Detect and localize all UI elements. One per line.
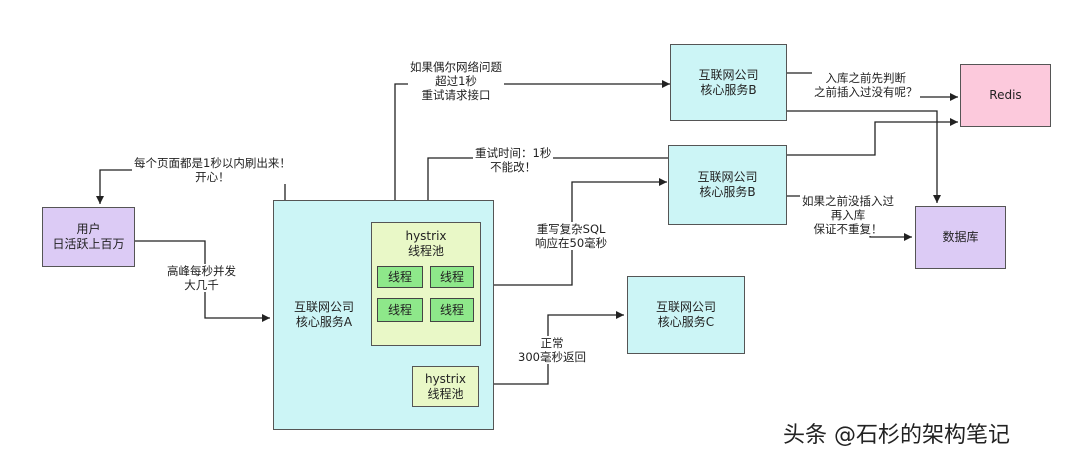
label-network-2: 超过1秒 [435, 74, 477, 88]
service-b-top-node: 互联网公司 核心服务B [670, 44, 787, 121]
thread-3: 线程 [377, 298, 423, 322]
label-db-insert: 如果之前没插入过 再入库 保证不重复！ [800, 194, 896, 236]
label-db-insert-1: 如果之前没插入过 [802, 194, 894, 208]
service-a-label-1: 互联网公司 [294, 300, 355, 314]
hystrix-small-pool: hystrix 线程池 [412, 366, 479, 407]
database-node: 数据库 [915, 206, 1006, 269]
arrow-service-b-top-to-db [787, 110, 941, 203]
label-retry-time: 重试时间：1秒 不能改！ [473, 146, 554, 174]
label-peak: 高峰每秒并发 大几千 [165, 264, 238, 292]
label-page-load-2: 开心！ [195, 170, 230, 184]
label-page-load-1: 每个页面都是1秒以内刷出来！ [134, 156, 291, 170]
pool-small-label-2: 线程池 [427, 386, 464, 401]
label-peak-2: 大几千 [184, 278, 219, 292]
label-network-1: 如果偶尔网络问题 [410, 60, 502, 74]
label-db-insert-2: 再入库 [830, 208, 866, 222]
label-sql-1: 重写复杂SQL [536, 222, 606, 236]
service-c-label-1: 互联网公司 [655, 300, 716, 314]
pool-main-label-2: 线程池 [407, 244, 444, 258]
label-peak-1: 高峰每秒并发 [167, 264, 236, 278]
label-page-load: 每个页面都是1秒以内刷出来！ 开心！ [132, 156, 293, 184]
label-sql-2: 响应在50毫秒 [535, 236, 608, 250]
label-redis-check-2: 之前插入过没有呢？ [814, 85, 918, 99]
service-b-top-label-1: 互联网公司 [698, 67, 759, 82]
label-normal-1: 正常 [540, 336, 564, 350]
thread-1: 线程 [377, 266, 423, 288]
service-c-label-2: 核心服务C [657, 315, 715, 329]
service-b-top-label-2: 核心服务B [700, 82, 757, 97]
label-network: 如果偶尔网络问题 超过1秒 重试请求接口 [408, 60, 504, 102]
arrow-a-to-service-b-top [394, 80, 670, 218]
service-b-mid-label-1: 互联网公司 [697, 170, 758, 184]
pool-small-label-1: hystrix [424, 371, 467, 386]
label-retry-time-2: 不能改！ [490, 160, 537, 174]
user-node: 用户 日活跃上百万 [42, 207, 135, 267]
user-label-1: 用户 [76, 222, 101, 236]
service-b-mid-node: 互联网公司 核心服务B [668, 145, 787, 225]
thread-4: 线程 [430, 298, 474, 322]
label-redis-check-1: 入库之前先判断 [825, 71, 907, 85]
user-label-2: 日活跃上百万 [52, 237, 125, 251]
service-c-node: 互联网公司 核心服务C [627, 276, 745, 354]
redis-node: Redis [960, 64, 1051, 127]
service-b-mid-label-2: 核心服务B [699, 185, 756, 199]
watermark: 头条 @石杉的架构笔记 [783, 423, 1010, 448]
label-sql: 重写复杂SQL 响应在50毫秒 [533, 222, 610, 250]
label-redis-check: 入库之前先判断 之前插入过没有呢？ [812, 71, 920, 99]
service-a-label-2: 核心服务A [295, 315, 353, 329]
label-network-3: 重试请求接口 [421, 88, 491, 102]
label-retry-time-1: 重试时间：1秒 [475, 146, 552, 160]
label-normal-2: 300毫秒返回 [518, 350, 586, 364]
thread-2: 线程 [430, 266, 474, 288]
label-normal: 正常 300毫秒返回 [516, 336, 588, 364]
label-db-insert-3: 保证不重复！ [813, 222, 883, 236]
pool-main-label-1: hystrix [405, 229, 447, 243]
arrow-service-b-mid-to-redis [787, 118, 958, 156]
